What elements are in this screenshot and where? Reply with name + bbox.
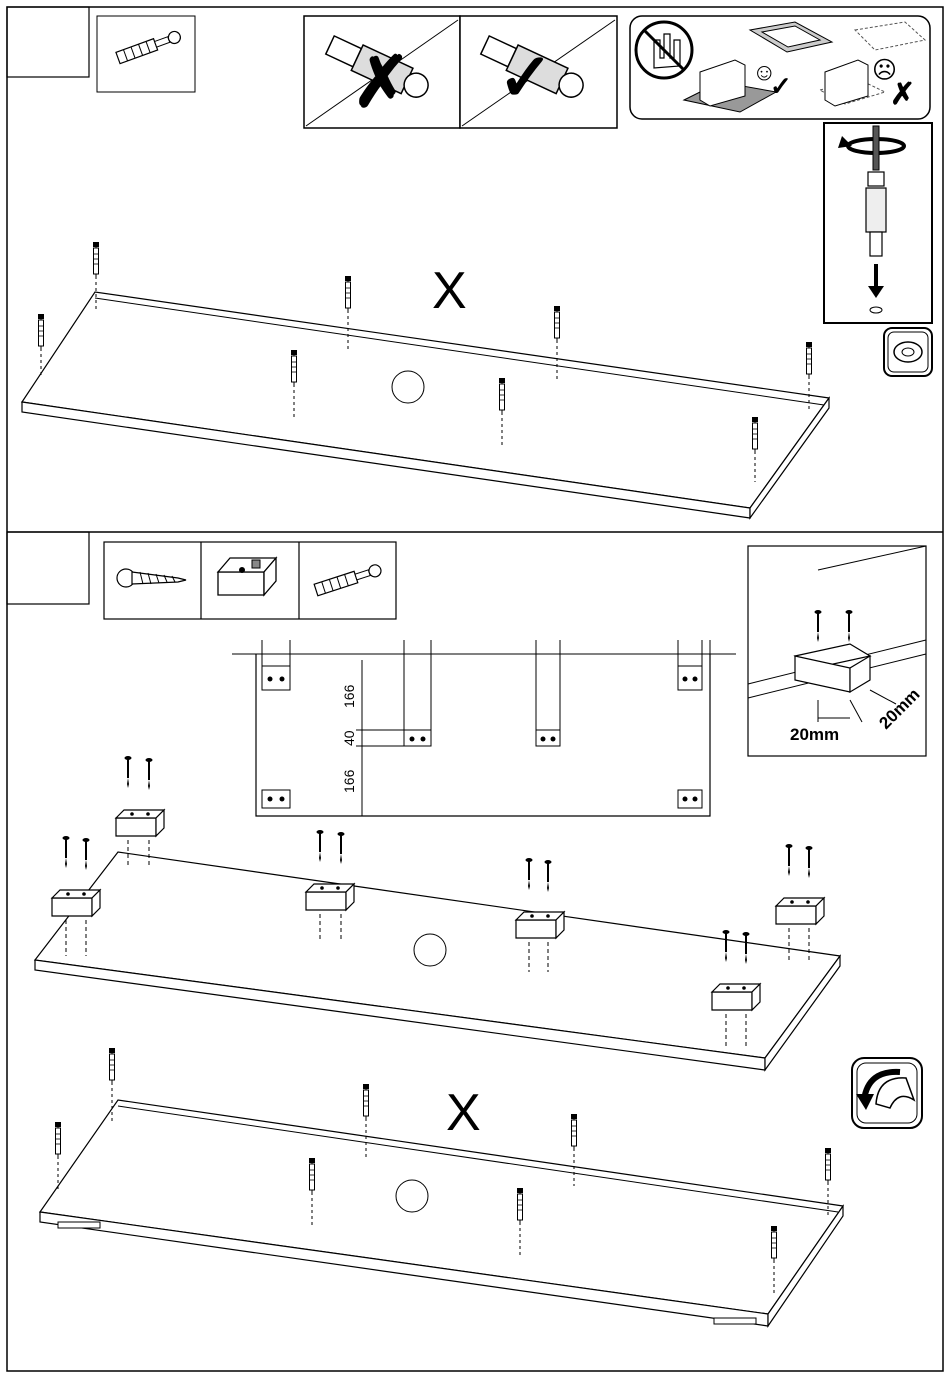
- dim-20mm-front: 20mm: [790, 725, 839, 744]
- step1-wrong-panel-mark: X: [432, 262, 467, 320]
- dim-166-bottom: 166: [341, 769, 357, 793]
- step1-parts-box: [97, 16, 195, 92]
- step1-number-box: [7, 7, 89, 77]
- work-surface-warning: ☺ ✓ ☹ ✗: [630, 16, 930, 119]
- happy-check: ✓: [770, 71, 792, 101]
- step2-panel-with-blocks: [35, 852, 840, 1070]
- wrong-mark: ✗: [352, 43, 411, 121]
- step2-wrong-panel-mark: X: [446, 1084, 481, 1142]
- dim-40: 40: [341, 730, 357, 746]
- plastic-block-icon: [218, 558, 276, 595]
- bolt-insertion-guide: ✗ ✓: [304, 16, 617, 128]
- tape-roll-icon: [884, 328, 932, 376]
- step2-number-box: [7, 532, 89, 604]
- step1-panel: [22, 292, 829, 518]
- correct-mark: ✓: [498, 40, 553, 114]
- block-position-detail: 20mm 20mm: [748, 546, 926, 756]
- flip-panel-icon: [852, 1058, 922, 1128]
- no-hands-icon: [636, 22, 692, 78]
- bolt-screw-detail: [824, 123, 932, 323]
- step2-parts-box: [104, 542, 396, 619]
- dim-166-top: 166: [341, 684, 357, 708]
- sad-cross: ✗: [890, 78, 915, 111]
- step2-bottom-panel: [40, 1100, 843, 1326]
- block-placement-plan: 166 40 166: [232, 640, 736, 816]
